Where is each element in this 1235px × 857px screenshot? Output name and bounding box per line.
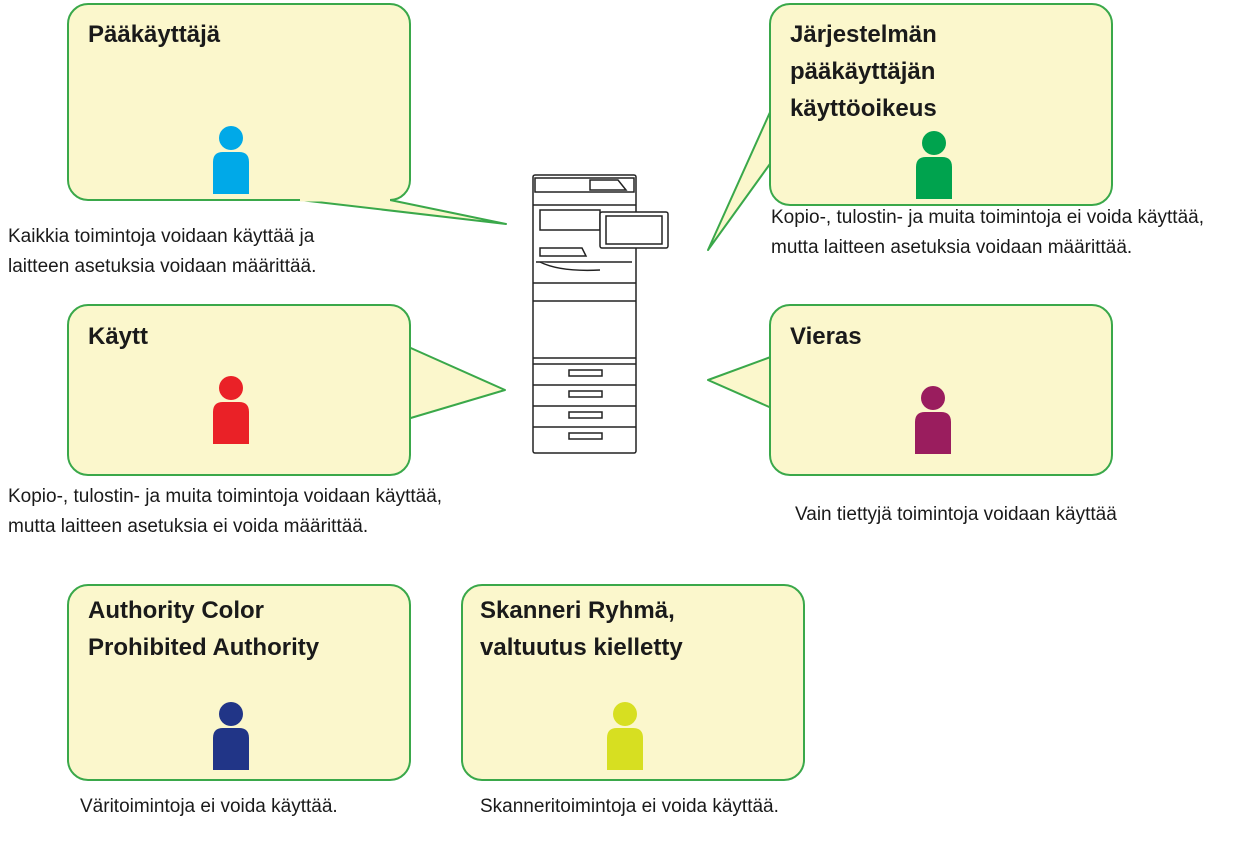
user-icon-authority-color-prohibited-authority (213, 702, 249, 770)
callout-pointer (403, 344, 506, 421)
callout-jarjestelman-paakayttajan-kayttooikeus (707, 3, 1113, 251)
user-body (915, 412, 951, 454)
role-title-line: Käytt (88, 323, 149, 350)
user-body (607, 728, 643, 770)
callout-pointer (707, 354, 777, 411)
user-body (213, 728, 249, 770)
role-description-paakayttaja: Kaikkia toimintoja voidaan käyttää ja la… (8, 226, 317, 277)
role-title-line: pääkäyttäjän (790, 58, 936, 85)
callout-box (461, 584, 805, 781)
user-icon-paakayttaja (213, 126, 249, 194)
user-head (219, 702, 243, 726)
role-description-jarjestelman-paakayttajan-kayttooikeus: Kopio-, tulostin- ja muita toimintoja ei… (771, 207, 1204, 258)
user-head (219, 126, 243, 150)
user-icon-kaytt (213, 376, 249, 444)
user-icon-vieras (915, 386, 951, 454)
callout-vieras (707, 304, 1113, 476)
role-description-kaytt: Kopio-, tulostin- ja muita toimintoja vo… (8, 486, 443, 537)
callout-paakayttaja (67, 3, 507, 225)
callout-box (769, 3, 1113, 206)
user-body (916, 157, 952, 199)
role-title-skanneri-ryhma-valtuutus-kielletty: Skanneri Ryhmä, valtuutus kielletty (480, 592, 683, 666)
role-title-line: valtuutus kielletty (480, 634, 683, 661)
role-description-vieras: Vain tiettyjä toimintoja voidaan käyttää (795, 504, 1117, 525)
role-title-jarjestelman-paakayttajan-kayttooikeus: Järjestelmän pääkäyttäjän käyttöoikeus (790, 16, 937, 127)
role-title-line: Pääkäyttäjä (88, 21, 221, 48)
user-head (219, 376, 243, 400)
role-title-line: Authority Color (88, 597, 264, 624)
user-body (213, 402, 249, 444)
callout-pointer (299, 199, 507, 225)
role-title-line: käyttöoikeus (790, 95, 937, 122)
callout-authority-color-prohibited-authority (67, 584, 411, 781)
callout-box (67, 3, 411, 201)
role-description-authority-color-prohibited-authority: Väritoimintoja ei voida käyttää. (80, 796, 338, 817)
user-head (921, 386, 945, 410)
user-head (922, 131, 946, 155)
user-icon-skanneri-ryhma-valtuutus-kielletty (607, 702, 643, 770)
callout-skanneri-ryhma-valtuutus-kielletty (461, 584, 805, 781)
role-title-vieras: Vieras (790, 318, 862, 355)
role-title-line: Skanneri Ryhmä, (480, 597, 675, 624)
user-head (613, 702, 637, 726)
role-title-line: Vieras (790, 323, 862, 350)
user-body (213, 152, 249, 194)
role-title-line: Järjestelmän (790, 21, 937, 48)
user-icon-jarjestelman-paakayttajan-kayttooikeus (916, 131, 952, 199)
callout-box (67, 584, 411, 781)
role-title-line: Prohibited Authority (88, 634, 320, 661)
role-description-skanneri-ryhma-valtuutus-kielletty: Skanneritoimintoja ei voida käyttää. (480, 796, 779, 817)
printer-icon (532, 174, 669, 454)
role-title-paakayttaja: Pääkäyttäjä (88, 16, 220, 53)
role-title-kaytt: Käytt (88, 318, 148, 355)
